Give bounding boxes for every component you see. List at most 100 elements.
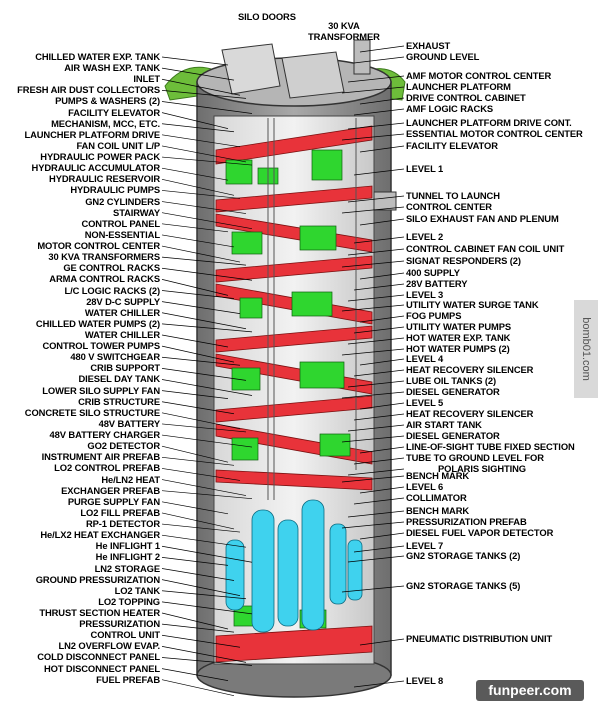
right-label: LEVEL 6 bbox=[406, 481, 444, 492]
left-label: LO2 CONTROL PREFAB bbox=[54, 462, 160, 474]
watermark-side: bomb01.com bbox=[574, 300, 598, 398]
left-label: HYDRAULIC RESERVOIR bbox=[49, 173, 160, 185]
leader-line bbox=[161, 345, 235, 363]
leader-line bbox=[341, 585, 405, 593]
leader-line bbox=[161, 301, 241, 314]
left-label: PRESSURIZATION bbox=[79, 618, 160, 630]
leader-line bbox=[341, 435, 405, 443]
leader-line bbox=[161, 356, 241, 366]
right-label: LEVEL 5 bbox=[406, 397, 444, 408]
leader-line bbox=[161, 190, 241, 199]
right-label: LEVEL 8 bbox=[406, 675, 444, 686]
silo-door-right bbox=[281, 51, 345, 99]
leader-line bbox=[353, 457, 405, 465]
right-label: UTILITY WATER SURGE TANK bbox=[406, 299, 539, 310]
right-label: LINE-OF-SIGHT TUBE FIXED SECTION bbox=[406, 441, 575, 452]
leader-line bbox=[161, 545, 253, 563]
leader-line bbox=[161, 568, 235, 581]
left-label: CRIB STRUCTURE bbox=[78, 395, 160, 407]
left-label: DIESEL DAY TANK bbox=[78, 373, 160, 385]
leader-line bbox=[353, 369, 405, 377]
leader-line bbox=[347, 122, 405, 130]
leader-line bbox=[161, 167, 229, 181]
left-label: 48V BATTERY bbox=[98, 417, 161, 429]
left-label: He INFLIGHT 2 bbox=[95, 551, 160, 563]
right-label: POLARIS SIGHTING bbox=[438, 463, 526, 474]
left-label: He/LN2 HEAT bbox=[101, 473, 160, 485]
left-label: LOWER SILO SUPPLY FAN bbox=[42, 384, 160, 396]
leader-line bbox=[161, 456, 235, 466]
left-label: PURGE SUPPLY FAN bbox=[67, 495, 160, 507]
left-label: LO2 TANK bbox=[114, 584, 160, 596]
leader-line bbox=[161, 156, 253, 166]
right-label: BENCH MARK bbox=[406, 470, 470, 481]
left-label: FACILITY ELEVATOR bbox=[68, 106, 160, 118]
left-label: FRESH AIR DUST COLLECTORS bbox=[17, 84, 160, 96]
leader-line bbox=[347, 75, 405, 83]
right-label: LEVEL 3 bbox=[406, 289, 444, 300]
right-label: LUBE OIL TANKS (2) bbox=[406, 375, 497, 386]
leader-line bbox=[359, 45, 405, 53]
leader-line bbox=[161, 112, 229, 129]
lower-tanks bbox=[225, 499, 363, 633]
leader-line bbox=[161, 245, 241, 263]
right-label: PRESSURIZATION PREFAB bbox=[406, 516, 527, 527]
leader-line bbox=[161, 379, 253, 396]
left-label: He/LX2 HEAT EXCHANGER bbox=[40, 529, 160, 541]
leader-line bbox=[161, 512, 235, 530]
leader-line bbox=[161, 390, 229, 399]
leader-line bbox=[161, 323, 253, 333]
left-label: INSTRUMENT AIR PREFAB bbox=[41, 451, 160, 463]
left-label: THRUST SECTION HEATER bbox=[39, 607, 160, 618]
leader-line bbox=[353, 108, 405, 116]
leader-line bbox=[161, 523, 241, 533]
leader-line bbox=[347, 424, 405, 432]
right-label: CONTROL CABINET FAN COIL UNIT bbox=[406, 243, 565, 254]
left-label: CHILLED WATER EXP. TANK bbox=[35, 51, 160, 62]
leader-line bbox=[161, 490, 253, 500]
leader-line bbox=[359, 358, 405, 366]
leader-line bbox=[161, 657, 253, 666]
leader-line bbox=[341, 348, 405, 356]
leader-line bbox=[347, 510, 405, 518]
leader-line bbox=[161, 445, 229, 463]
leader-line bbox=[353, 56, 405, 64]
leader-line bbox=[347, 555, 405, 563]
right-label: 400 SUPPLY bbox=[406, 267, 460, 278]
leader-line bbox=[161, 78, 241, 96]
leader-line bbox=[161, 134, 241, 148]
left-label: FUEL PREFAB bbox=[96, 673, 160, 685]
right-label: GN2 STORAGE TANKS (5) bbox=[406, 580, 521, 591]
right-label: UTILITY WATER PUMPS bbox=[406, 321, 512, 332]
right-label: SIGNAT RESPONDERS (2) bbox=[406, 255, 521, 266]
leader-line bbox=[161, 67, 235, 81]
leader-line bbox=[161, 90, 247, 99]
right-label: GROUND LEVEL bbox=[406, 51, 480, 62]
leader-line bbox=[161, 290, 235, 299]
leader-line bbox=[359, 638, 405, 646]
leader-line bbox=[161, 123, 235, 133]
leader-line bbox=[161, 423, 247, 433]
right-label: LEVEL 2 bbox=[406, 231, 444, 242]
right-label: LAUNCHER PLATFORM bbox=[406, 81, 511, 92]
leader-line bbox=[353, 497, 405, 505]
leader-line bbox=[353, 236, 405, 244]
right-label: HOT WATER PUMPS (2) bbox=[406, 343, 510, 354]
leader-line bbox=[161, 312, 247, 330]
leader-line bbox=[161, 256, 247, 266]
left-label: MOTOR CONTROL CENTER bbox=[37, 240, 160, 252]
left-label: FAN COIL UNIT L/P bbox=[76, 139, 160, 151]
left-label: L/C LOGIC RACKS (2) bbox=[64, 284, 161, 296]
leader-line bbox=[161, 501, 229, 515]
leader-line bbox=[161, 434, 253, 448]
leader-line bbox=[161, 101, 253, 114]
leader-line bbox=[161, 267, 253, 281]
left-label: LAUNCHER PLATFORM DRIVE bbox=[24, 128, 160, 140]
leader-line bbox=[161, 612, 229, 630]
right-label: EXHAUST bbox=[406, 40, 451, 51]
label-30-kva-transformer: 30 KVA TRANSFORMER bbox=[308, 20, 380, 42]
leader-line bbox=[347, 248, 405, 256]
leader-line bbox=[341, 391, 405, 399]
leader-line bbox=[161, 412, 241, 430]
right-label: 28V BATTERY bbox=[406, 278, 468, 289]
